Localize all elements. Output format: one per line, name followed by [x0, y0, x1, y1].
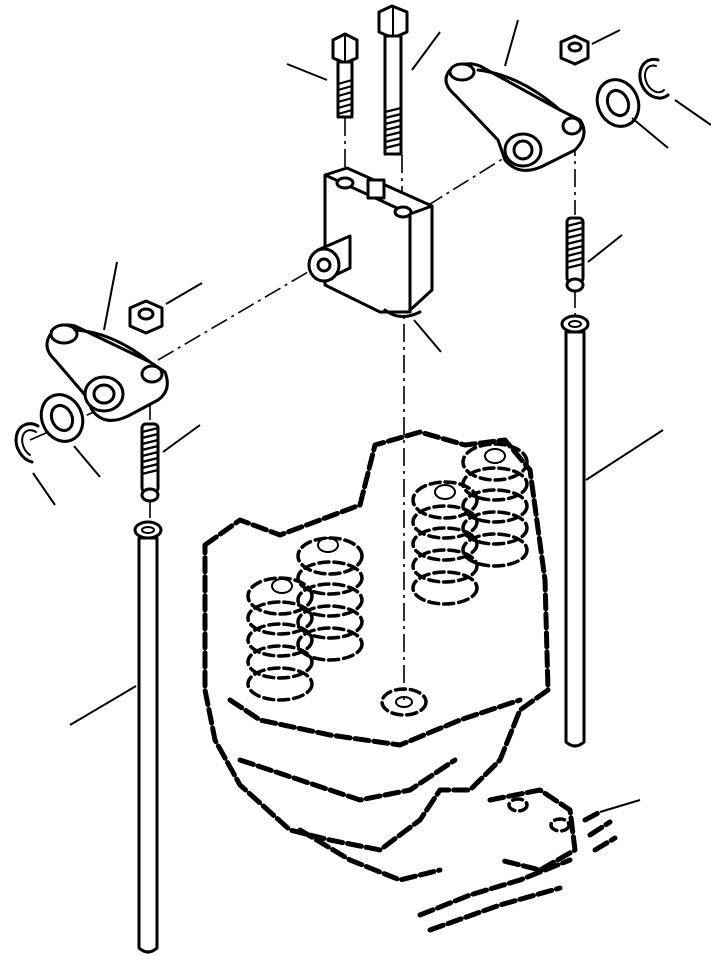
rocker-arm-right [444, 62, 586, 172]
leader-adjusting-screw-left [162, 424, 201, 453]
leader-washer-right [631, 117, 669, 149]
washer-right [595, 78, 641, 128]
leader-rocker-arm-left [103, 261, 118, 331]
adjusting-screw-left [140, 422, 160, 503]
cylinder-head [202, 429, 641, 933]
rocker-shaft-support [307, 166, 434, 318]
leader-snap-ring-right [674, 99, 711, 126]
push-rod-left [133, 520, 163, 954]
valve-spring-3 [411, 480, 479, 606]
adjusting-screw-right [565, 216, 585, 293]
leader-push-rod-left [69, 685, 137, 726]
valve-spring-4 [461, 442, 529, 568]
nut-left [128, 299, 164, 335]
valve-spring-1 [246, 576, 314, 702]
leader-rocker-arm-right [504, 19, 519, 67]
push-rod-right [560, 314, 590, 748]
nut-right [559, 34, 590, 66]
valve-spring-2 [296, 536, 364, 662]
leader-snap-ring-left [32, 472, 56, 506]
bolt-long [377, 4, 409, 156]
leader-lines [32, 19, 711, 726]
leader-nut-left [165, 282, 203, 305]
leader-nut-right [591, 29, 621, 45]
leader-push-rod-right [585, 429, 664, 481]
snap-ring-right [638, 57, 670, 100]
bolt-short [331, 32, 359, 119]
snap-ring-left [14, 422, 40, 464]
leader-washer-left [73, 445, 101, 478]
rocker-arm-left [45, 323, 169, 422]
washer-left [39, 393, 85, 443]
leader-adjusting-screw-right [587, 234, 623, 263]
leader-bolt-short [286, 63, 328, 81]
leader-bolt-long [411, 31, 441, 71]
leader-rocker-shaft-support [413, 319, 442, 353]
